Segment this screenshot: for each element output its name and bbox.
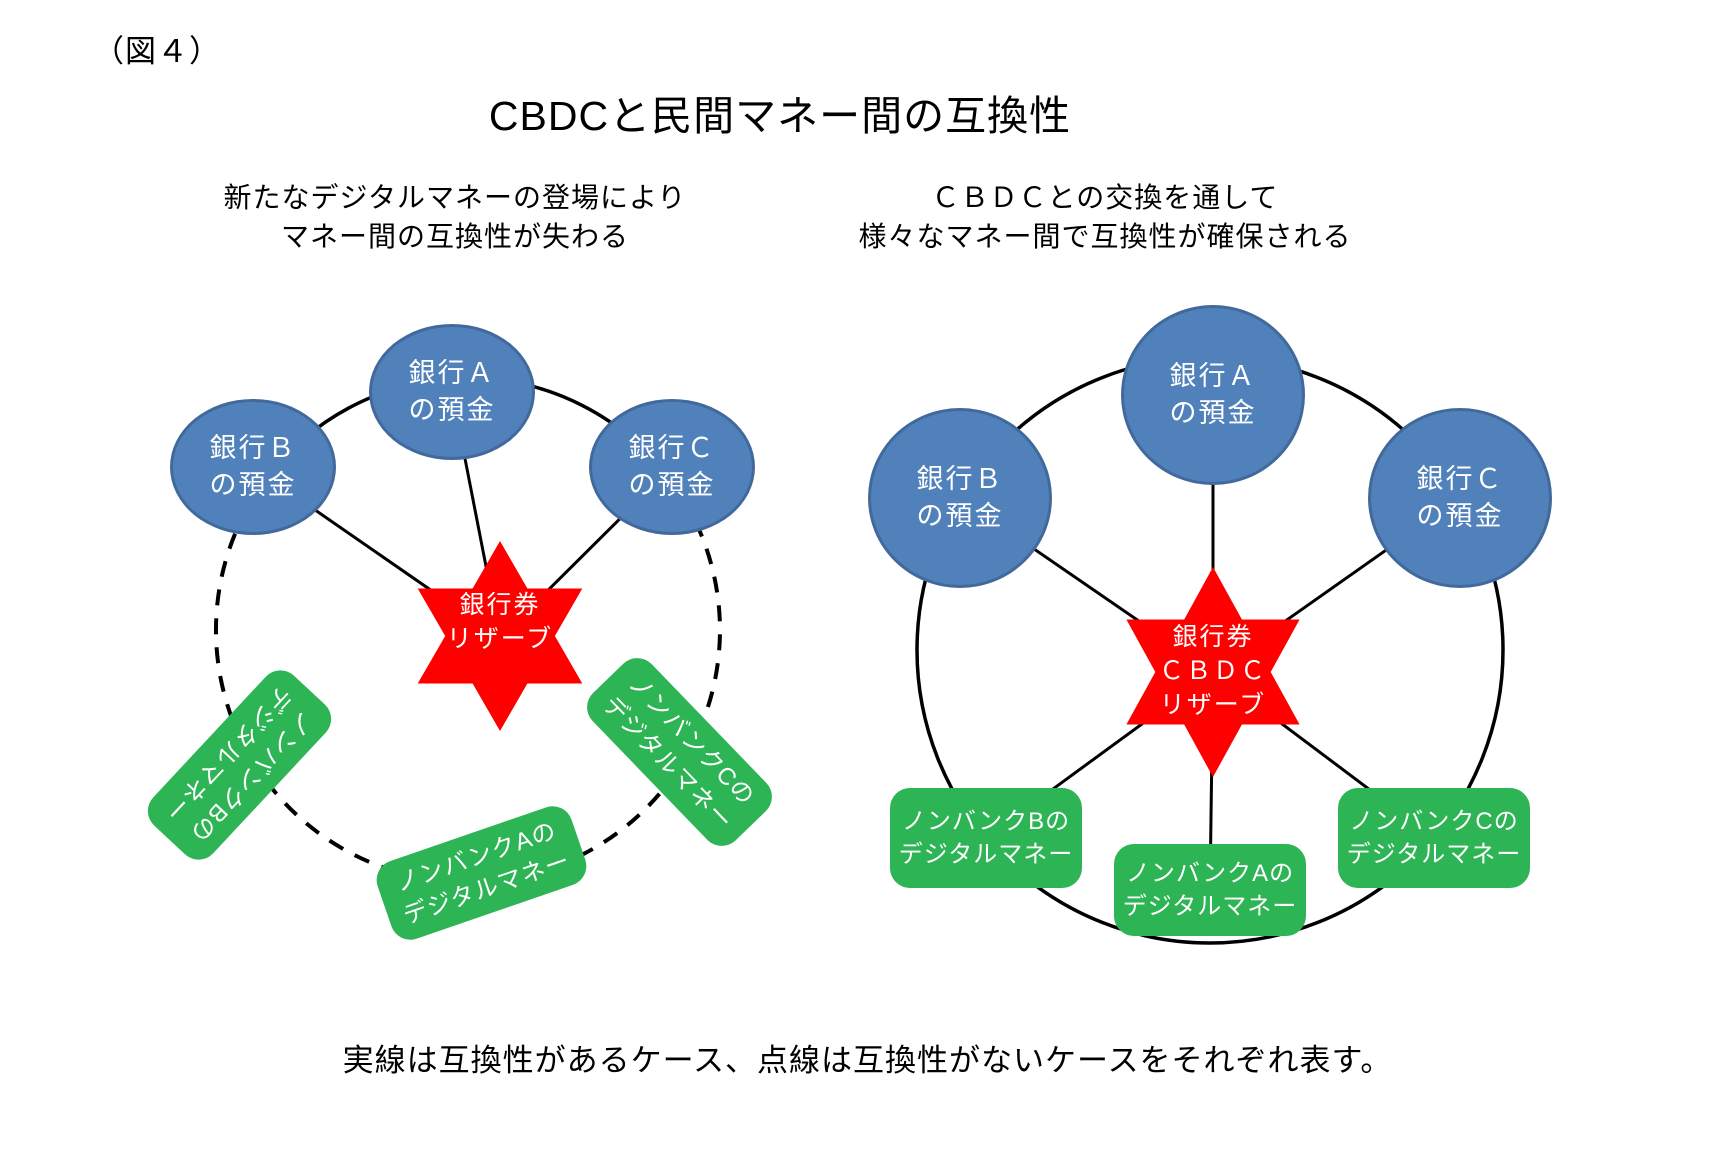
right-subtitle-line2: 様々なマネー間で互換性が確保される: [858, 221, 1352, 252]
right-bank-b-node: 銀行Ｂ の預金: [868, 408, 1052, 588]
left-bank-b-line2: の預金: [209, 470, 297, 500]
left-diagram-subtitle: 新たなデジタルマネーの登場により マネー間の互換性が失わる: [130, 178, 780, 256]
right-bank-b-line2: の預金: [916, 501, 1004, 531]
legend-caption: 実線は互換性があるケース、点線は互換性がないケースをそれぞれ表す。: [342, 1043, 1393, 1078]
right-bank-a-line2: の預金: [1169, 398, 1257, 428]
right-star-line2: ＣＢＤＣ: [1158, 657, 1267, 685]
right-subtitle-line1: ＣＢＤＣとの交換を通して: [931, 182, 1279, 213]
right-reserve-star-label: 銀行券 ＣＢＤＣ リザーブ: [1103, 620, 1323, 722]
right-nonbank-b-line2: デジタルマネー: [898, 841, 1074, 868]
left-bank-c-line2: の預金: [628, 470, 716, 500]
right-nonbank-c-line2: デジタルマネー: [1346, 841, 1522, 868]
right-nonbank-a-node: ノンバンクAの デジタルマネー: [1114, 844, 1306, 936]
left-bank-c-line1: 銀行Ｃ: [628, 433, 716, 463]
left-reserve-star-label: 銀行券 リザーブ: [400, 588, 600, 656]
right-nonbank-a-line2: デジタルマネー: [1122, 893, 1298, 920]
right-bank-b-line1: 銀行Ｂ: [916, 464, 1004, 494]
left-bank-c-node: 銀行Ｃ の預金: [589, 399, 755, 535]
right-nonbank-b-node: ノンバンクBの デジタルマネー: [890, 788, 1082, 888]
right-bank-a-line1: 銀行Ａ: [1169, 361, 1257, 391]
right-diagram-subtitle: ＣＢＤＣとの交換を通して 様々なマネー間で互換性が確保される: [760, 178, 1450, 256]
right-bank-c-node: 銀行Ｃ の預金: [1368, 408, 1552, 588]
left-bank-b-line1: 銀行Ｂ: [209, 433, 297, 463]
left-subtitle-line2: マネー間の互換性が失わる: [280, 221, 629, 252]
right-star-line1: 銀行券: [1172, 623, 1254, 651]
right-nonbank-a-line1: ノンバンクAの: [1125, 860, 1295, 887]
left-bank-a-line2: の預金: [408, 395, 496, 425]
right-reserve-star-icon: [1126, 567, 1300, 777]
right-nonbank-c-line1: ノンバンクCの: [1349, 808, 1519, 835]
right-nonbank-b-line1: ノンバンクBの: [901, 808, 1071, 835]
left-star-line2: リザーブ: [446, 625, 554, 653]
figure-title: CBDCと民間マネー間の互換性: [488, 93, 1072, 139]
right-star-line3: リザーブ: [1159, 691, 1267, 719]
left-star-line1: 銀行券: [459, 591, 541, 619]
left-reserve-star-icon: [417, 541, 583, 731]
right-bank-a-node: 銀行Ａ の預金: [1121, 305, 1305, 485]
left-bank-b-node: 銀行Ｂ の預金: [170, 399, 336, 535]
figure-number-label: （図４）: [93, 34, 221, 69]
right-nonbank-c-node: ノンバンクCの デジタルマネー: [1338, 788, 1530, 888]
right-bank-c-line1: 銀行Ｃ: [1416, 464, 1504, 494]
right-bank-c-line2: の預金: [1416, 501, 1504, 531]
left-bank-a-line1: 銀行Ａ: [408, 358, 496, 388]
left-subtitle-line1: 新たなデジタルマネーの登場により: [223, 182, 687, 213]
left-bank-a-node: 銀行Ａ の預金: [369, 324, 535, 460]
